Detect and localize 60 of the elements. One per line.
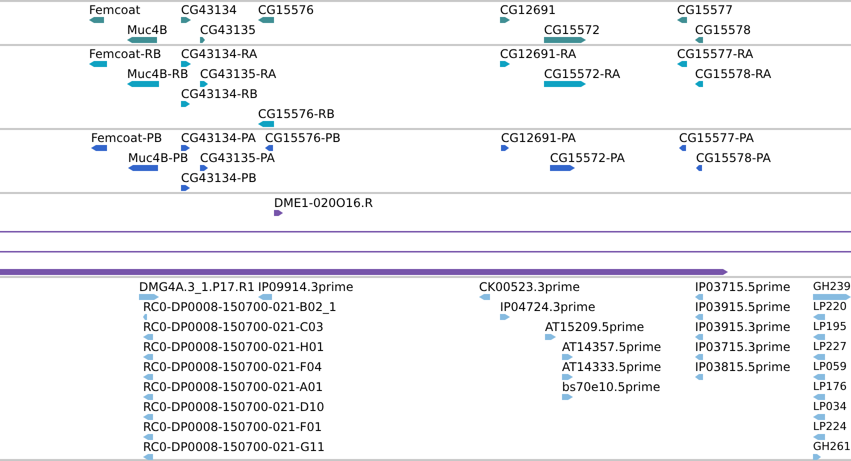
feature-label: RC0-DP0008-150700-021-H01 xyxy=(143,340,324,354)
feature-label: LP224 xyxy=(813,420,847,434)
feature-label: RC0-DP0008-150700-021-F01 xyxy=(143,420,322,434)
feature-label: AT14357.5prime xyxy=(562,340,662,354)
feature-label: RC0-DP0008-150700-021-G11 xyxy=(143,440,325,454)
feature-label: DMG4A.3_1.P17.R1 xyxy=(139,280,255,294)
feature-label: CG43134 xyxy=(181,3,237,17)
feature-label: IP03715.3prime xyxy=(695,340,790,354)
feature-label: CG43135-PA xyxy=(200,151,275,165)
feature-label: CG15578-PA xyxy=(696,151,771,165)
feature-label: CG15572-PA xyxy=(550,151,625,165)
feature-label: AT15209.5prime xyxy=(545,320,644,334)
feature-label: RC0-DP0008-150700-021-F04 xyxy=(143,360,322,374)
feature-label: LP195 xyxy=(813,320,847,334)
feature-label: bs70e10.5prime xyxy=(562,380,660,394)
feature-label: Femcoat xyxy=(89,3,140,17)
feature-label: CG15576-RB xyxy=(258,107,335,121)
feature-label: CG43134-PA xyxy=(181,131,256,145)
feature-label: CG12691-RA xyxy=(500,47,576,61)
feature-label: IP04724.3prime xyxy=(500,300,596,314)
feature-label: CG43134-RB xyxy=(181,87,258,101)
feature-label: Muc4B-PB xyxy=(128,151,188,165)
feature-label: RC0-DP0008-150700-021-C03 xyxy=(143,320,324,334)
feature-label: IP03815.5prime xyxy=(695,360,790,374)
feature-label: CG15578 xyxy=(695,23,751,37)
feature-label: CG43135-RA xyxy=(200,67,276,81)
feature-label: CG43134-PB xyxy=(181,171,257,185)
feature-label: CG15578-RA xyxy=(695,67,772,81)
feature-label: LP227 xyxy=(813,340,847,354)
feature-label: RC0-DP0008-150700-021-A01 xyxy=(143,380,324,394)
feature-label: CK00523.3prime xyxy=(479,280,580,294)
feature-label: RC0-DP0008-150700-021-D10 xyxy=(143,400,324,414)
feature-label: CG43135 xyxy=(200,23,256,37)
feature-label: CG12691-PA xyxy=(501,131,576,145)
feature-label: Femcoat-RB xyxy=(89,47,162,61)
feature-label: RC0-DP0008-150700-021-B02_1 xyxy=(143,300,337,314)
feature-label: CG15572 xyxy=(544,23,600,37)
feature-label: IP03915.5prime xyxy=(695,300,790,314)
feature-label: CG15576 xyxy=(258,3,314,17)
feature-label: GH239 xyxy=(813,280,851,294)
feature-label: GH261 xyxy=(813,440,851,454)
feature-label: CG15577 xyxy=(677,3,733,17)
feature-label: IP09914.3prime xyxy=(258,280,354,294)
feature-label: LP176 xyxy=(813,380,847,394)
feature-label: Muc4B xyxy=(127,23,168,37)
feature-label: CG15576-PB xyxy=(265,131,341,145)
feature-label: CG15572-RA xyxy=(544,67,620,81)
feature-label: IP03915.3prime xyxy=(695,320,790,334)
feature-label: CG12691 xyxy=(500,3,556,17)
feature-label: CG43134-RA xyxy=(181,47,258,61)
feature-label: IP03715.5prime xyxy=(695,280,790,294)
feature-label: LP220 xyxy=(813,300,847,314)
feature-label: DME1-020O16.R xyxy=(274,196,373,210)
feature-label: LP034 xyxy=(813,400,847,414)
feature-label: CG15577-RA xyxy=(677,47,754,61)
feature-label: Femcoat-PB xyxy=(91,131,162,145)
feature-label: Muc4B-RB xyxy=(127,67,188,81)
feature-label: AT14333.5prime xyxy=(562,360,662,374)
feature-label: CG15577-PA xyxy=(679,131,754,145)
feature-label: LP059 xyxy=(813,360,847,374)
